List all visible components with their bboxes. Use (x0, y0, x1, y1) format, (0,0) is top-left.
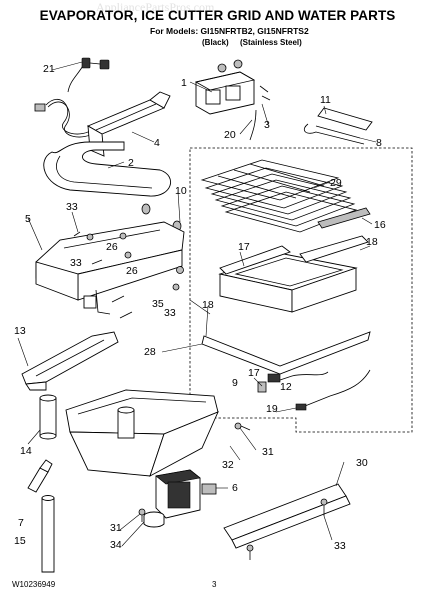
wire-harness-part (34, 57, 110, 138)
callout-33-a: 33 (66, 201, 78, 213)
evaporator-tray-part (35, 221, 185, 315)
callout-16: 16 (374, 219, 386, 231)
callout-3: 3 (264, 119, 270, 131)
callout-33-c: 33 (164, 307, 176, 319)
callout-26-a: 26 (106, 241, 118, 253)
watermark-text: AppliancePartsPros.com (96, 0, 215, 14)
assembly-boundary (189, 147, 413, 433)
callout-32: 32 (222, 459, 234, 471)
callout-31-a: 31 (262, 446, 274, 458)
callout-8: 8 (376, 137, 382, 149)
cover-panel-part (223, 483, 351, 549)
callout-17-a: 17 (238, 241, 250, 253)
model-numbers: For Models: GI15NFRTB2, GI15NFRTS2 (150, 26, 309, 36)
drain-tubes-part (27, 459, 55, 573)
callout-29: 29 (330, 177, 342, 189)
callout-12: 12 (280, 381, 292, 393)
motor-part (155, 469, 217, 519)
callout-10: 10 (175, 185, 187, 197)
callout-2: 2 (128, 157, 134, 169)
callout-1: 1 (181, 77, 187, 89)
cutter-grid-part (200, 159, 358, 233)
callout-18-a: 18 (366, 236, 378, 248)
page-title: EVAPORATOR, ICE CUTTER GRID AND WATER PA… (39, 8, 396, 23)
callout-35: 35 (152, 298, 164, 310)
callout-33-b: 33 (70, 257, 82, 269)
color-stainless-label: (Stainless Steel) (240, 38, 302, 47)
fill-tube-part (39, 394, 57, 440)
document-number: W10236949 (12, 580, 56, 589)
gear-part (143, 511, 165, 528)
storage-bin-part (65, 389, 219, 477)
callout-9: 9 (232, 377, 238, 389)
water-tube-part (43, 141, 171, 197)
callout-21: 21 (43, 63, 55, 75)
callout-26-b: 26 (126, 265, 138, 277)
valve-tube-part (249, 109, 257, 141)
callout-17-b: 17 (248, 367, 260, 379)
page-number: 3 (212, 580, 217, 589)
water-valve-part (194, 59, 271, 115)
tray-screws (73, 231, 184, 319)
callout-5: 5 (25, 213, 31, 225)
callout-15: 15 (14, 535, 26, 547)
callout-19: 19 (266, 403, 278, 415)
callout-14: 14 (20, 445, 32, 457)
callout-30: 30 (356, 457, 368, 469)
grid-frame-part (201, 235, 371, 375)
callout-4: 4 (154, 137, 160, 149)
callout-11: 11 (320, 94, 331, 106)
color-black-label: (Black) (202, 38, 229, 47)
callout-28: 28 (144, 346, 156, 358)
bottom-screws (138, 422, 328, 560)
callout-18-b: 18 (202, 299, 214, 311)
callout-31-b: 31 (110, 522, 122, 534)
heater-tube-part (303, 107, 373, 145)
callout-33-d: 33 (334, 540, 346, 552)
callout-6: 6 (232, 482, 238, 494)
callout-34: 34 (110, 539, 122, 551)
callout-20: 20 (224, 129, 236, 141)
grid-wiring-part (257, 369, 371, 411)
callout-leaders (17, 61, 377, 547)
callout-labels: 21 1 4 2 10 5 33 26 26 33 35 33 3 20 11 … (14, 63, 386, 552)
callout-13: 13 (14, 325, 26, 337)
callout-7: 7 (18, 517, 24, 529)
grid-strip-part (317, 207, 371, 229)
drip-trough-part (21, 331, 119, 391)
